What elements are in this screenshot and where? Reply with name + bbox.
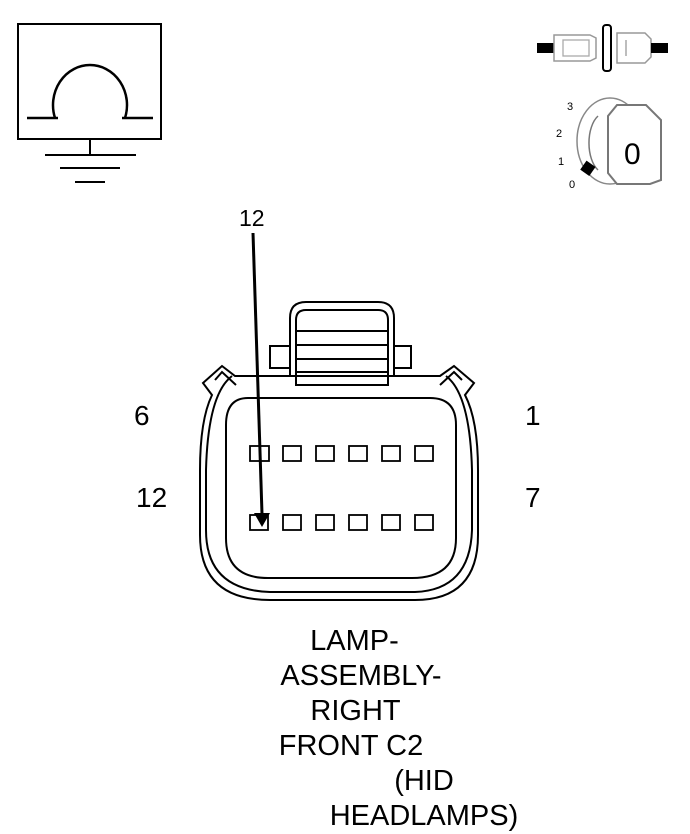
pin-cavity-9 <box>348 514 368 531</box>
connector-diagram: 3 2 1 0 0 12 6 1 12 7 <box>17 23 668 601</box>
probe-arrow <box>251 232 270 527</box>
connector-caption: LAMP- ASSEMBLY- RIGHT FRONT C2 (HID HEAD… <box>150 624 550 834</box>
probe-pin-label: 12 <box>239 205 265 231</box>
pin-grid <box>249 445 434 531</box>
pin-cavity-5 <box>282 445 302 462</box>
ignition-position-label: 0 <box>569 179 575 191</box>
disconnect-connector-icon <box>537 24 668 72</box>
pin-label-top-left: 6 <box>134 400 150 431</box>
ignition-key-icon: 3 2 1 0 0 <box>556 97 662 191</box>
pin-cavity-2 <box>381 445 401 462</box>
caption-line: LAMP- <box>310 625 399 657</box>
pin-cavity-4 <box>315 445 335 462</box>
ohm-symbol-icon <box>17 23 162 183</box>
caption-line: (HID HEADLAMPS) <box>329 765 519 832</box>
caption-line: FRONT C2 <box>278 730 424 762</box>
connector-body <box>199 301 479 601</box>
pin-label-top-right: 1 <box>525 400 541 431</box>
pin-cavity-10 <box>315 514 335 531</box>
ignition-key-label: 0 <box>624 138 641 171</box>
caption-line: ASSEMBLY- <box>280 660 442 692</box>
pin-cavity-3 <box>348 445 368 462</box>
pin-cavity-1 <box>414 445 434 462</box>
pin-cavity-8 <box>381 514 401 531</box>
pin-cavity-11 <box>282 514 302 531</box>
pin-label-bottom-right: 7 <box>525 482 541 513</box>
ignition-position-label: 2 <box>556 128 562 140</box>
pin-cavity-7 <box>414 514 434 531</box>
ignition-position-label: 3 <box>567 101 573 113</box>
ignition-position-label: 1 <box>558 156 564 168</box>
caption-line: RIGHT <box>310 695 401 727</box>
pin-label-bottom-left: 12 <box>136 482 167 513</box>
